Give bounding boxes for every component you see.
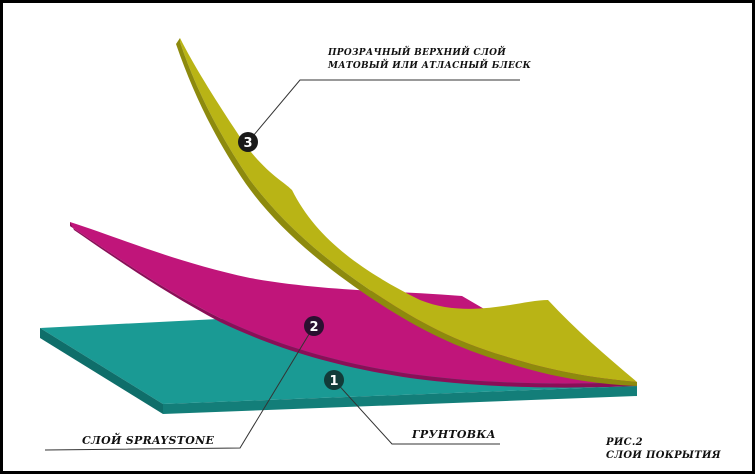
leader-line-3 bbox=[247, 79, 520, 143]
layer-3-edge bbox=[176, 38, 637, 386]
marker-1: 1 bbox=[324, 370, 344, 390]
marker-3: 3 bbox=[238, 132, 258, 152]
layer-2-label: СЛОЙ SPRAYSTONE bbox=[82, 434, 215, 447]
marker-3-number: 3 bbox=[243, 136, 252, 151]
marker-2-number: 2 bbox=[309, 320, 318, 335]
layer-1-front-face bbox=[163, 386, 637, 414]
marker-2: 2 bbox=[304, 316, 324, 336]
layer-3-label-line1: ПРОЗРАЧНЫЙ ВЕРХНИЙ СЛОЙ bbox=[328, 48, 507, 58]
layer-1-side-face bbox=[40, 328, 163, 414]
figure-caption-number: РИС.2 bbox=[606, 437, 643, 448]
leader-line-2 bbox=[44, 325, 315, 451]
marker-1-number: 1 bbox=[329, 374, 338, 389]
leader-line-1 bbox=[333, 379, 500, 445]
layer-3-top-face bbox=[180, 38, 637, 382]
leader-lines bbox=[44, 79, 520, 451]
layer-3-label-line2: МАТОВЫЙ ИЛИ АТЛАСНЫЙ БЛЕСК bbox=[328, 61, 532, 71]
layer-1-label: ГРУНТОВКА bbox=[412, 428, 496, 441]
figure-caption-title: СЛОИ ПОКРЫТИЯ bbox=[606, 450, 721, 461]
layer-3-topcoat bbox=[176, 38, 637, 386]
